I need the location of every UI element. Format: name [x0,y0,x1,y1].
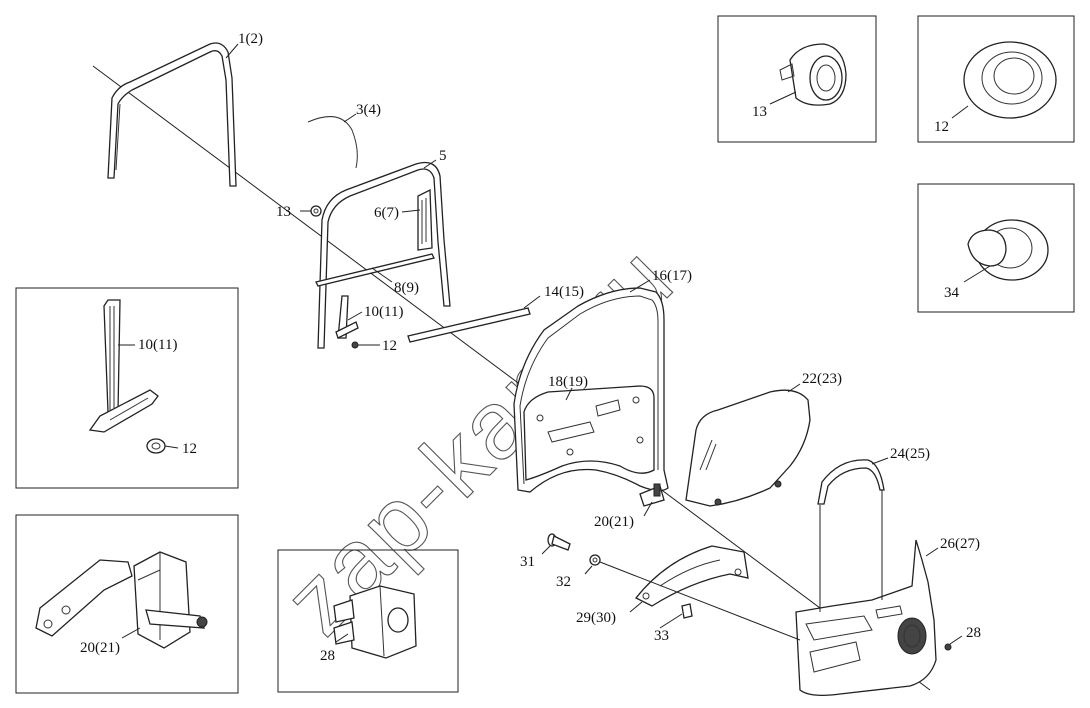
callout-16-17: 16(17) [652,268,692,284]
callout-12-main: 12 [382,338,397,354]
detail-grommet-12 [963,41,1057,119]
part-glass-run-channel [317,161,451,349]
callout-labels: 1(2) 3(4) 5 13 6(7) 8(9) 10(11) 12 14(15… [80,31,981,664]
part-screw-28-main [944,643,952,651]
callout-1-2: 1(2) [238,31,263,47]
callout-31: 31 [520,554,535,570]
callout-28-detail: 28 [320,648,335,664]
part-window-frame-seal [107,42,237,187]
part-armrest-bracket [634,545,749,607]
callout-20-21-main: 20(21) [594,514,634,530]
part-door-trim-panel [795,539,937,696]
part-clip-13 [310,205,322,217]
detail-clip-13 [779,43,847,106]
part-outer-belt-moulding [407,307,531,343]
callout-12-detail-b: 12 [182,441,197,457]
callout-10-11-detail: 10(11) [138,337,177,353]
part-door-inner-panel [523,385,655,481]
callout-26-27: 26(27) [940,536,980,552]
detail-regulator-10-11 [88,299,166,454]
callout-24-25: 24(25) [890,446,930,462]
detail-box-10-11 [15,287,239,489]
detail-retainer-28 [333,585,417,659]
callout-33: 33 [654,628,669,644]
part-curved-trim [307,116,358,169]
part-pull-handle [817,459,885,505]
callout-13-detail: 13 [752,104,767,120]
part-door-glass [685,389,811,507]
detail-box-28 [277,549,459,693]
callout-20-21-detail: 20(21) [80,640,120,656]
callout-14-15: 14(15) [544,284,584,300]
detail-clip-34 [967,219,1049,281]
callout-6-7: 6(7) [374,205,399,221]
callout-29-30: 29(30) [576,610,616,626]
detail-box-20-21 [15,514,239,694]
part-rear-channel [417,188,433,251]
part-pin-33 [681,603,693,619]
callout-34-detail: 34 [944,285,960,301]
detail-box-13 [717,15,877,143]
detail-box-12 [917,15,1075,143]
callout-18-19: 18(19) [548,374,588,390]
callout-13-main: 13 [276,204,291,220]
leader-lines [118,43,991,645]
part-window-regulator-small [335,295,359,349]
part-door-check-small [639,483,665,507]
callout-28-main: 28 [966,625,981,641]
callout-12-detail: 12 [934,119,949,135]
callout-3-4: 3(4) [356,102,381,118]
part-washer-32 [589,554,601,566]
part-bolt-31 [547,533,571,551]
callout-8-9: 8(9) [394,280,419,296]
callout-22-23: 22(23) [802,371,842,387]
detail-door-check-20-21 [35,551,208,649]
detail-box-34 [917,183,1075,313]
callout-10-11-main: 10(11) [364,304,403,320]
guide-line-washer [599,561,801,641]
callout-32: 32 [556,574,571,590]
callout-5: 5 [439,148,447,164]
